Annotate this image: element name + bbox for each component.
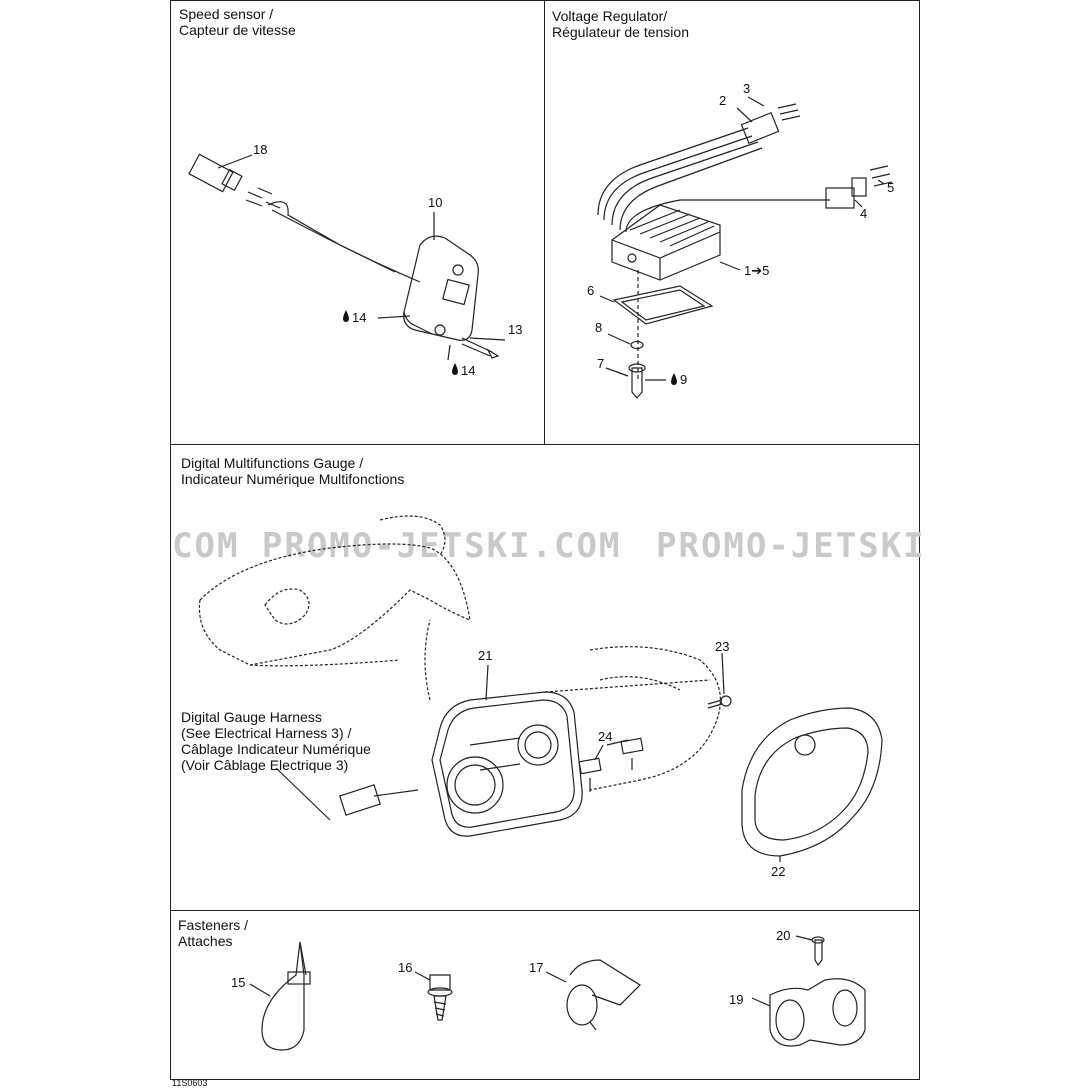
clamp-17 xyxy=(545,959,641,1031)
callout-8: 8 xyxy=(595,320,603,335)
drop-icon xyxy=(343,310,677,385)
regulator-washer-screw xyxy=(605,333,666,399)
hull-outline xyxy=(198,515,721,791)
speed-sensor-connector xyxy=(188,153,421,283)
regulator-gasket xyxy=(599,285,714,325)
callout-20: 20 xyxy=(776,928,791,943)
callout-10: 10 xyxy=(428,195,443,210)
callout-1-to-5: 1➔5 xyxy=(744,263,770,278)
gauge-cluster xyxy=(431,664,711,837)
callout-23: 23 xyxy=(715,639,730,654)
callout-15: 15 xyxy=(231,975,246,990)
callout-22: 22 xyxy=(771,864,786,879)
callout-9: 9 xyxy=(680,372,688,387)
callout-18: 18 xyxy=(253,142,268,157)
fasteners-title: Fasteners / Attaches xyxy=(178,917,249,949)
callout-14-right: 14 xyxy=(461,363,476,378)
speed-sensor-body xyxy=(377,212,479,341)
gauge-title: Digital Multifunctions Gauge / Indicateu… xyxy=(181,455,405,487)
clip-19-screw-20 xyxy=(751,935,866,1047)
callout-24: 24 xyxy=(598,729,613,744)
speed-sensor-screw xyxy=(447,337,506,361)
cable-tie-15 xyxy=(249,941,311,1051)
callout-17: 17 xyxy=(529,960,544,975)
watermark-right: PROMO-JETSKI xyxy=(656,526,926,566)
fasteners-panel xyxy=(170,910,920,1080)
speed-sensor-title: Speed sensor / Capteur de vitesse xyxy=(179,6,296,38)
screw-16 xyxy=(414,971,453,1021)
callout-14-left: 14 xyxy=(352,310,367,325)
callout-19: 19 xyxy=(729,992,744,1007)
callout-21: 21 xyxy=(478,648,493,663)
reference-code: 11S0603 xyxy=(172,1078,208,1088)
watermark-left: COM PROMO-JETSKI.COM xyxy=(172,526,622,566)
callout-7: 7 xyxy=(597,356,605,371)
callout-2: 2 xyxy=(719,93,727,108)
callout-6: 6 xyxy=(587,283,595,298)
gauge-screw xyxy=(707,652,732,709)
harness-connector xyxy=(275,767,419,821)
regulator-body xyxy=(611,204,741,380)
callout-16: 16 xyxy=(398,960,413,975)
gauge-bezel xyxy=(741,707,883,862)
callout-5: 5 xyxy=(887,180,895,195)
callout-13: 13 xyxy=(508,322,523,337)
callout-4: 4 xyxy=(860,206,868,221)
voltage-regulator-title: Voltage Regulator/ Régulateur de tension xyxy=(552,8,689,40)
callout-3: 3 xyxy=(743,81,751,96)
gauge-pads xyxy=(578,737,644,792)
regulator-wires xyxy=(597,96,893,233)
harness-note: Digital Gauge Harness (See Electrical Ha… xyxy=(181,709,371,773)
